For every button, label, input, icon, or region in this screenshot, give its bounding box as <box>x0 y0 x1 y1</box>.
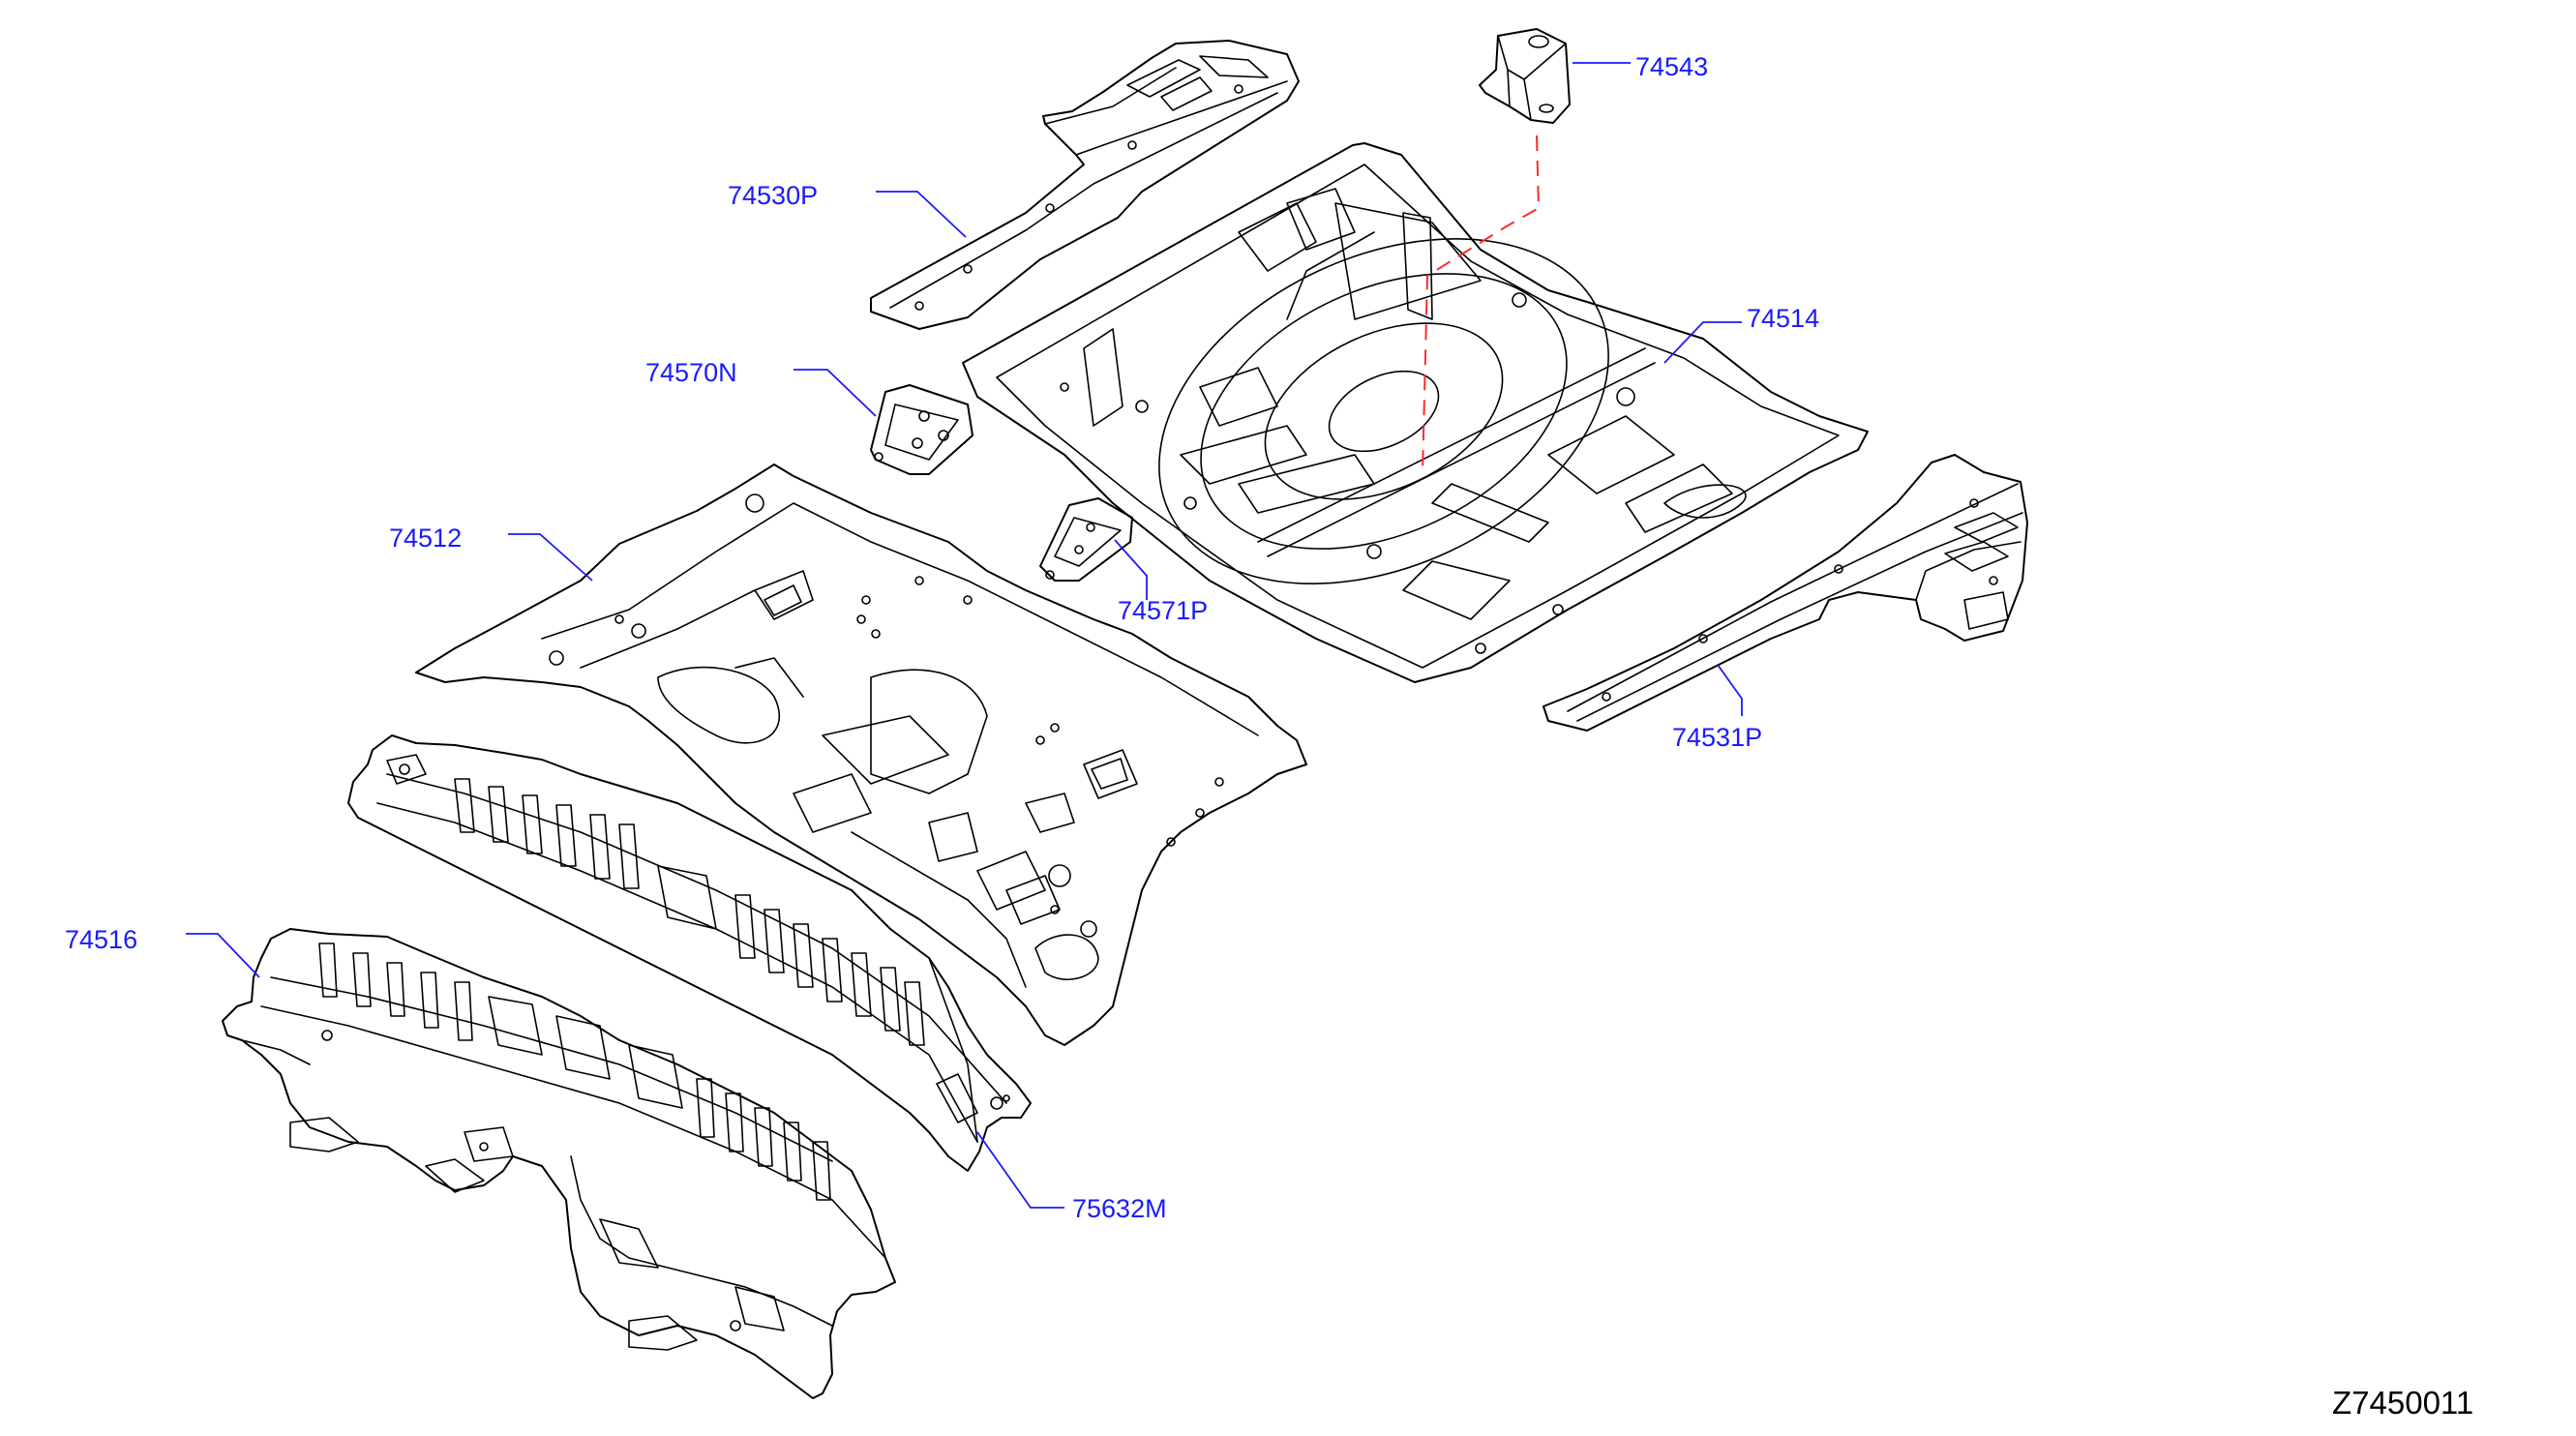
leader-74570N <box>794 369 877 417</box>
label-74514: 74514 <box>1747 304 1819 333</box>
part-74543-bracket[interactable] <box>1479 28 1571 124</box>
part-74514-rear-floor[interactable] <box>962 142 1869 683</box>
part-74512-front-floor[interactable] <box>415 464 1307 1046</box>
label-75632M: 75632M <box>1072 1194 1167 1223</box>
part-75632M-cross-member[interactable] <box>347 734 1032 1172</box>
part-74531P-rail[interactable] <box>1543 454 2028 732</box>
part-74570N-plate[interactable] <box>870 384 973 475</box>
label-74531P: 74531P <box>1672 723 1762 752</box>
leader-74514 <box>1663 321 1742 364</box>
leader-74531P <box>1717 664 1743 716</box>
part-74530P-rail[interactable] <box>870 40 1300 330</box>
part-74571P-plate[interactable] <box>1039 497 1133 582</box>
leader-74530P <box>876 191 967 238</box>
leader-lines <box>186 62 1743 1209</box>
part-74516-member[interactable] <box>222 928 896 1399</box>
leader-75632M <box>976 1131 1064 1209</box>
part-number-labels: 74543 74530P 74514 74570N 74512 74571P 7… <box>65 52 1819 1223</box>
leader-74512 <box>508 533 593 582</box>
label-74512: 74512 <box>389 524 462 553</box>
label-74516: 74516 <box>65 925 137 954</box>
label-74571P: 74571P <box>1118 596 1208 625</box>
dashed-link-74543-to-74514 <box>1422 135 1541 475</box>
leader-74571P <box>1114 539 1148 600</box>
leader-74516 <box>186 933 260 978</box>
diagram-reference-code: Z7450011 <box>2332 1385 2473 1421</box>
label-74543: 74543 <box>1635 52 1708 81</box>
label-74530P: 74530P <box>728 181 818 210</box>
label-74570N: 74570N <box>645 358 737 387</box>
